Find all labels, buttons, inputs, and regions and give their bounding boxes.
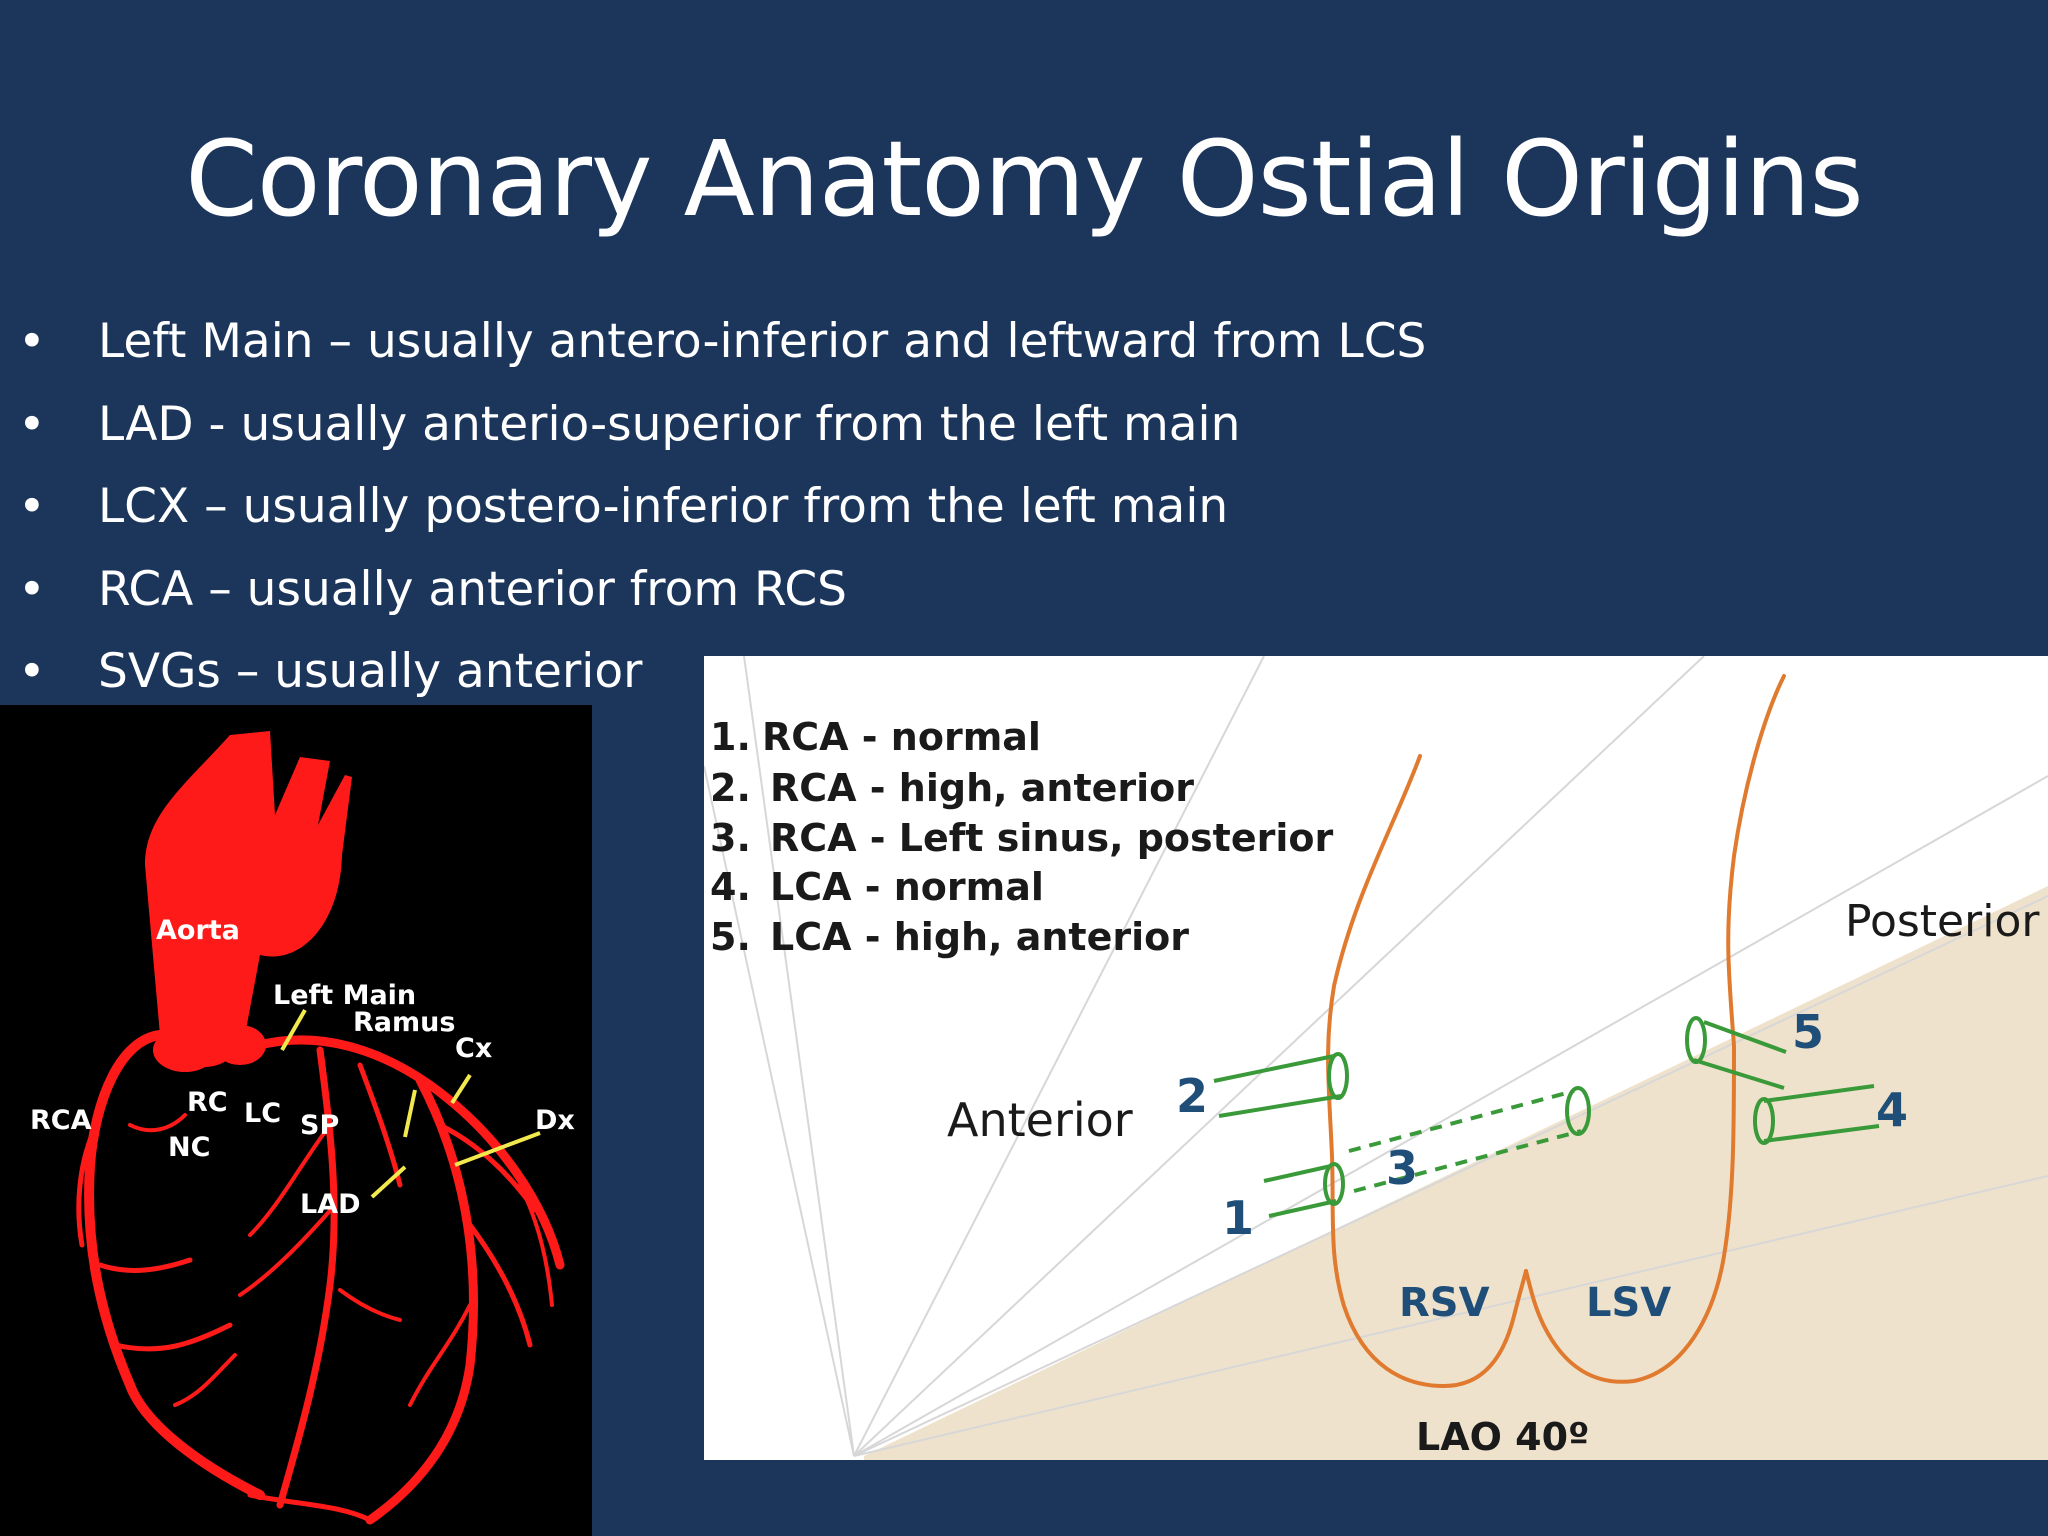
ostium-number-2: 2 — [1176, 1069, 1208, 1123]
ostium-number-3: 3 — [1386, 1141, 1418, 1195]
bullet-item: • LCX – usually postero-inferior from the… — [18, 477, 1426, 560]
bullet-item: • SVGs – usually anterior — [18, 642, 1426, 725]
ostium-number-5: 5 — [1792, 1005, 1824, 1059]
label-lad: LAD — [300, 1189, 361, 1220]
legend-text-4: LCA - normal — [770, 865, 1044, 909]
label-rc: RC — [187, 1087, 228, 1118]
label-ramus: Ramus — [353, 1007, 455, 1038]
bullet-text: Left Main – usually antero-inferior and … — [98, 314, 1427, 369]
projection-lines — [704, 656, 2048, 1457]
legend-text-5: LCA - high, anterior — [770, 915, 1189, 959]
label-posterior: Posterior — [1845, 896, 2040, 947]
sinus-outline — [1326, 674, 1786, 1389]
heart-illustration: Aorta Left Main Ramus Cx RCA RC LC NC SP… — [30, 731, 575, 1525]
bullet-item: • LAD - usually anterio-superior from the… — [18, 395, 1426, 478]
leader-lines — [280, 1009, 541, 1199]
label-aorta: Aorta — [156, 915, 240, 946]
ostia-tubes — [1213, 1016, 1880, 1218]
bullet-list: • Left Main – usually antero-inferior and… — [18, 312, 1426, 725]
bullet-text: LAD - usually anterio-superior from the … — [98, 396, 1241, 452]
label-lsv: LSV — [1586, 1280, 1671, 1326]
label-rsv: RSV — [1399, 1280, 1490, 1326]
legend-num-1: 1. — [710, 715, 751, 759]
label-nc: NC — [168, 1132, 210, 1163]
bullet-text: LCX – usually postero-inferior from the … — [98, 479, 1229, 534]
legend-text-1: RCA - normal — [762, 715, 1041, 759]
legend-text-3: RCA - Left sinus, posterior — [770, 816, 1333, 860]
legend-text-2: RCA - high, anterior — [770, 766, 1194, 810]
bullet-marker: • — [18, 644, 46, 699]
bullet-marker: • — [18, 479, 46, 534]
ostium-number-4: 4 — [1876, 1083, 1908, 1137]
label-sp: SP — [300, 1110, 339, 1141]
bullet-item: • Left Main – usually antero-inferior and… — [18, 312, 1426, 395]
bullet-marker: • — [18, 561, 46, 617]
ostia-diagram-drawing: 1. RCA - normal 2. RCA - high, anterior … — [704, 656, 2048, 1460]
bullet-text: RCA – usually anterior from RCS — [98, 561, 848, 617]
ostium-number-1: 1 — [1222, 1191, 1254, 1245]
coronary-vessels — [76, 1030, 565, 1525]
heart-image: Aorta Left Main Ramus Cx RCA RC LC NC SP… — [0, 705, 592, 1536]
bullet-marker: • — [18, 396, 46, 452]
label-lc: LC — [244, 1098, 281, 1129]
legend-num-5: 5. — [710, 915, 751, 959]
bullet-marker: • — [18, 314, 46, 369]
legend-num-2: 2. — [710, 766, 751, 810]
aorta-shape — [145, 731, 352, 1072]
ostia-diagram: 1. RCA - normal 2. RCA - high, anterior … — [704, 656, 2048, 1460]
legend-num-3: 3. — [710, 816, 751, 860]
slide-title: Coronary Anatomy Ostial Origins — [185, 118, 1863, 240]
label-anterior: Anterior — [947, 1093, 1133, 1147]
bullet-item: • RCA – usually anterior from RCS — [18, 560, 1426, 643]
bullet-text: SVGs – usually anterior — [98, 644, 643, 699]
label-view: LAO 40º — [1416, 1415, 1589, 1459]
label-rca: RCA — [30, 1105, 92, 1136]
label-left-main: Left Main — [273, 980, 416, 1011]
legend-num-4: 4. — [710, 865, 751, 909]
label-dx: Dx — [535, 1105, 575, 1136]
label-cx: Cx — [455, 1033, 492, 1064]
